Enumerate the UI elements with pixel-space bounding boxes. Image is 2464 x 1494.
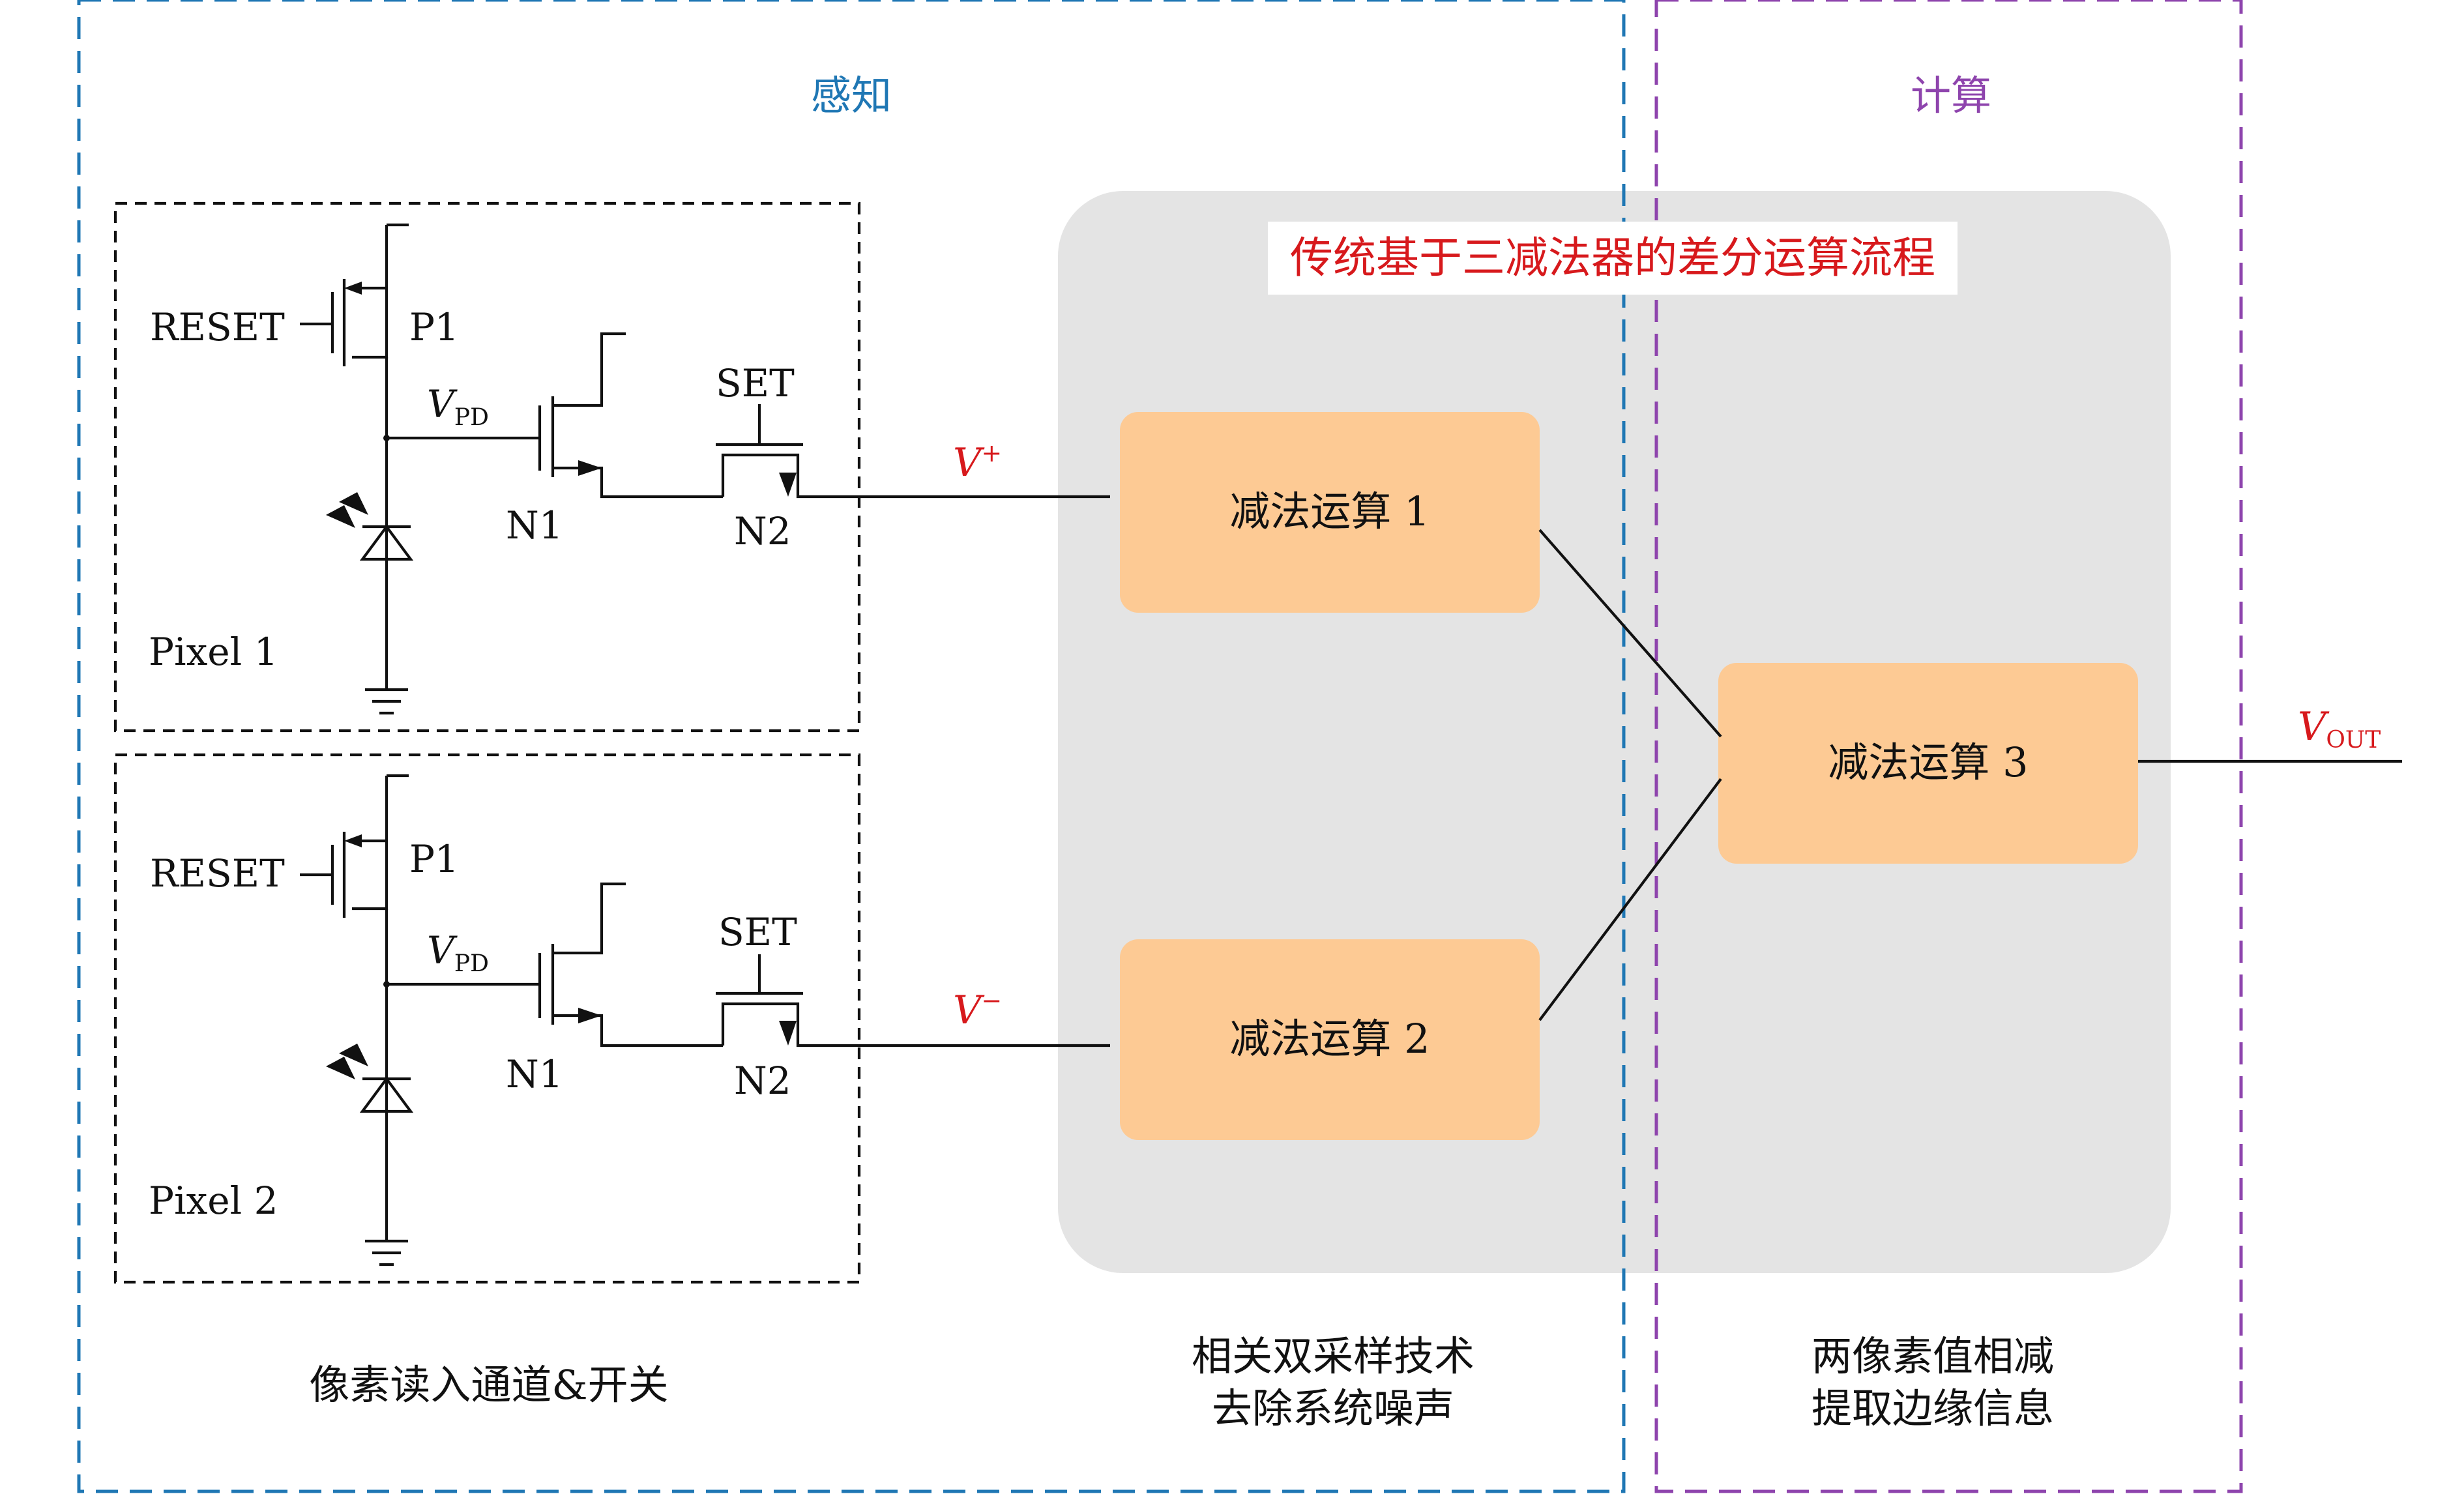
compute-section-title: 计算	[1911, 72, 1991, 119]
ground-symbol	[365, 688, 408, 715]
sense-section-border	[77, 0, 1626, 1493]
light-arrow-1	[326, 505, 355, 528]
connector-sub1-to-sub3	[1538, 529, 1722, 738]
v-minus-label: V−	[953, 986, 1002, 1033]
pixel-2-box	[113, 753, 861, 1284]
n2-switch	[716, 404, 1110, 499]
vpd-wire	[385, 357, 540, 527]
cds-caption-line1: 相关双采样技术	[1192, 1332, 1474, 1380]
n1-arrow-2	[578, 1008, 602, 1023]
vpd-label-1: VPD	[427, 382, 489, 431]
pixel-1-name: Pixel 1	[149, 630, 278, 674]
vout-sub: OUT	[2326, 727, 2381, 754]
v-minus-main: V	[953, 988, 985, 1033]
light-arrow-2	[339, 492, 368, 515]
pixel-1-circuit	[300, 223, 1110, 715]
vpd-main-1: V	[427, 382, 458, 426]
vout-label: VOUT	[2298, 704, 2381, 754]
v-minus-sup: −	[981, 986, 1002, 1015]
p1-transistor	[300, 223, 409, 366]
panel-title: 传统基于三减法器的差分运算流程	[1290, 233, 1935, 283]
vpd-node	[383, 435, 390, 441]
p1-label-1: P1	[409, 305, 459, 349]
cds-caption-line2: 去除系统噪声	[1212, 1384, 1454, 1432]
subtractor-1-block	[1120, 412, 1540, 613]
n1-transistor-2	[538, 882, 723, 1047]
subtractor-3-block	[1718, 663, 2138, 864]
p1-label-2: P1	[409, 837, 459, 881]
vpd-sub-1: PD	[454, 404, 489, 431]
photodiode-triangle	[359, 524, 414, 561]
connector-sub2-to-sub3	[1538, 778, 1722, 1021]
pixel-1-box	[113, 201, 861, 733]
n1-label-2: N1	[506, 1052, 563, 1096]
n2-arrow	[779, 473, 797, 497]
vout-main: V	[2298, 704, 2330, 750]
p1-transistor-2	[300, 774, 409, 918]
n2-label-2: N2	[734, 1059, 791, 1103]
n1-arrow	[578, 460, 602, 476]
subtractor-2-label: 减法运算 2	[1229, 1015, 1430, 1062]
p1-arrow	[344, 282, 362, 295]
vpd-node-2	[383, 981, 390, 988]
v-plus-label: V+	[953, 439, 1002, 486]
diff-caption-line1: 两像素值相减	[1811, 1332, 2054, 1380]
compute-section-border	[1654, 0, 2243, 1493]
reset-label-1: RESET	[150, 305, 285, 349]
panel-title-box	[1268, 222, 1958, 295]
ground-symbol-2	[365, 1239, 408, 1267]
photodiode-triangle-2	[359, 1076, 414, 1113]
subtractor-3-label: 减法运算 3	[1828, 739, 2028, 786]
reset-label-2: RESET	[150, 851, 285, 896]
vpd-label-2: VPD	[427, 928, 489, 977]
n1-transistor	[538, 332, 723, 499]
diff-caption-line2: 提取边缘信息	[1811, 1384, 2054, 1432]
light-arrow-4	[339, 1044, 368, 1066]
pixel-2-labels: RESET P1 VPD SET N1 N2 Pixel 2	[149, 837, 797, 1223]
n2-switch-2	[716, 954, 1110, 1047]
v-plus-sup: +	[981, 439, 1002, 467]
subtractor-1-label: 减法运算 1	[1229, 488, 1430, 535]
v-plus-main: V	[953, 440, 985, 486]
vpd-main-2: V	[427, 928, 458, 973]
pixel-2-name: Pixel 2	[149, 1179, 278, 1223]
vpd-sub-2: PD	[454, 950, 489, 977]
set-label-1: SET	[716, 361, 795, 405]
pixel-2-circuit	[300, 774, 1110, 1267]
readout-caption: 像素读入通道&开关	[309, 1361, 668, 1409]
n2-arrow-2	[779, 1021, 797, 1046]
subtractor-2-block	[1120, 939, 1540, 1140]
p1-arrow-2	[344, 834, 362, 847]
set-label-2: SET	[718, 910, 797, 954]
light-arrow-3	[326, 1057, 355, 1079]
n2-label-1: N2	[734, 509, 791, 553]
n1-label-1: N1	[506, 503, 563, 548]
sense-section-title: 感知	[811, 72, 892, 119]
pixel-1-labels: RESET P1 VPD SET N1 N2 Pixel 1	[149, 305, 795, 674]
